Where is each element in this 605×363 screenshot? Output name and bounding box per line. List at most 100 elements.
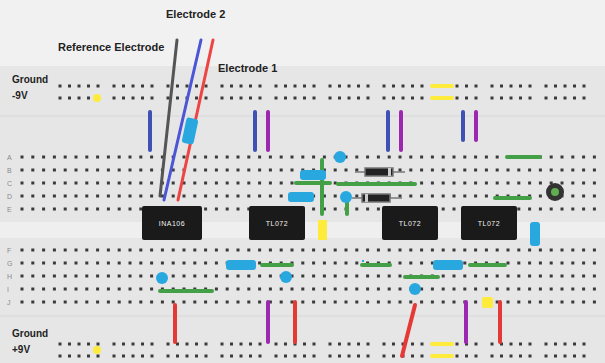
hole (411, 85, 414, 88)
hole (561, 208, 564, 211)
hole (367, 85, 370, 88)
hole (582, 275, 585, 278)
hole (334, 208, 337, 211)
hole (240, 343, 243, 346)
hole (377, 156, 380, 159)
hole (500, 355, 503, 358)
hole (431, 195, 434, 198)
hole (550, 156, 553, 159)
hole (139, 182, 142, 185)
hole (539, 301, 542, 304)
hole (510, 85, 513, 88)
hole (31, 262, 34, 265)
hole (247, 182, 250, 185)
hole (301, 262, 304, 265)
hole (366, 249, 369, 252)
hole (107, 195, 110, 198)
hole (107, 156, 110, 159)
hole (21, 156, 24, 159)
hole (215, 249, 218, 252)
wire (405, 275, 438, 279)
hole (465, 355, 468, 358)
hole (75, 169, 78, 172)
hole (291, 288, 294, 291)
hole (491, 355, 494, 358)
hole (593, 169, 596, 172)
hole (59, 97, 62, 100)
hole (247, 288, 250, 291)
hole (118, 275, 121, 278)
rail-label: Ground -9V (12, 72, 48, 104)
hole (312, 275, 315, 278)
hole (463, 195, 466, 198)
hole (539, 169, 542, 172)
hole (345, 275, 348, 278)
hole (539, 262, 542, 265)
hole (64, 275, 67, 278)
hole (226, 288, 229, 291)
hole (96, 275, 99, 278)
hole (529, 355, 532, 358)
board (0, 66, 605, 363)
hole (107, 249, 110, 252)
hole (280, 288, 283, 291)
hole (355, 262, 358, 265)
hole (31, 156, 34, 159)
hole (409, 169, 412, 172)
hole (529, 97, 532, 100)
hole (151, 85, 154, 88)
hole (329, 343, 332, 346)
hole (275, 355, 278, 358)
hole (183, 249, 186, 252)
hole (176, 355, 179, 358)
resistor-symbol (433, 260, 463, 270)
hole (269, 182, 272, 185)
wire (432, 342, 452, 346)
wire (266, 302, 270, 342)
hole (431, 156, 434, 159)
hole (186, 85, 189, 88)
hole (313, 355, 316, 358)
hole (496, 275, 499, 278)
hole (517, 169, 520, 172)
hole (491, 343, 494, 346)
hole (129, 275, 132, 278)
resistor-symbol (530, 222, 540, 246)
wire (432, 84, 452, 88)
potentiometer-knob (551, 188, 559, 196)
row-letter: G (7, 258, 12, 269)
hole (367, 97, 370, 100)
hole (517, 275, 520, 278)
hole (571, 275, 574, 278)
hole (237, 182, 240, 185)
hole (42, 182, 45, 185)
hole (240, 355, 243, 358)
hole (463, 169, 466, 172)
hole (550, 288, 553, 291)
capacitor-symbol (340, 191, 352, 203)
hole (519, 355, 522, 358)
hole (456, 343, 459, 346)
hole (204, 182, 207, 185)
top-strip (0, 0, 605, 66)
hole (172, 182, 175, 185)
hole (68, 97, 71, 100)
wire (266, 112, 270, 150)
hole (31, 275, 34, 278)
hole (249, 343, 252, 346)
hole (167, 85, 170, 88)
hole (323, 249, 326, 252)
hole (259, 355, 262, 358)
resistor-symbol (288, 192, 314, 202)
hole (107, 275, 110, 278)
hole (172, 262, 175, 265)
hole (87, 355, 90, 358)
hole (507, 275, 510, 278)
hole (539, 182, 542, 185)
hole (193, 169, 196, 172)
hole (204, 195, 207, 198)
resistor-lead (362, 260, 364, 262)
hole (334, 195, 337, 198)
hole (474, 275, 477, 278)
